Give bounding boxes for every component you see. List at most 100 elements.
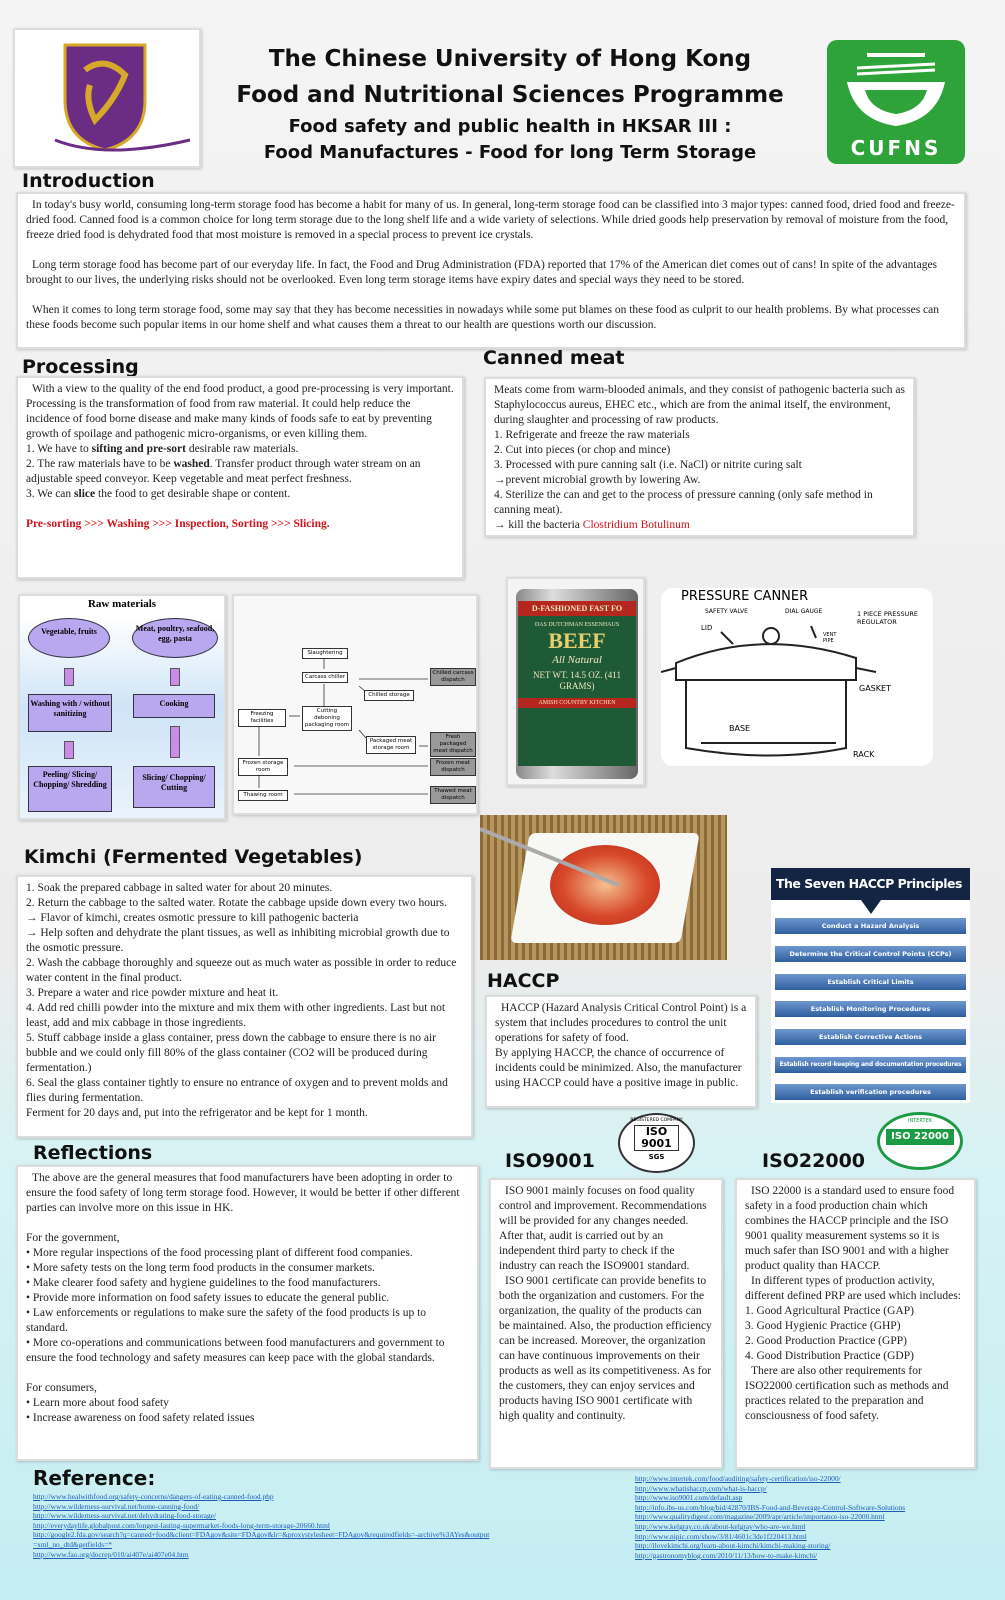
kimchi-step: 2. Wash the cabbage thoroughly and squee… [26, 957, 457, 984]
reflections-text: • More co-operations and communications … [26, 1337, 445, 1364]
text: 3. We can [26, 488, 75, 500]
reference-link[interactable]: http://gastronomyblog.com/2010/11/13/how… [635, 1550, 818, 1560]
text: the food to get desirable shape or conte… [95, 488, 291, 500]
down-arrow-icon [170, 726, 180, 758]
reflections-text: • Provide more information on food safet… [26, 1292, 390, 1304]
reference-link[interactable]: http://google2.fda.gov/search?q=canned+f… [33, 1530, 490, 1549]
reference-link[interactable]: http://www.iso9001.com/default.asp [635, 1493, 743, 1503]
flow-carcass-chiller: Carcass chiller [302, 672, 348, 683]
kimchi-box: 1. Soak the prepared cabbage in salted w… [16, 875, 473, 1138]
processing-step-1: 1. We have to sifting and pre-sort desir… [26, 442, 454, 457]
kimchi-step: → Flavor of kimchi, creates osmotic pres… [26, 912, 359, 924]
text: → kill the bacteria [494, 519, 583, 531]
canned-meat-box: Meats come from warm-blooded animals, an… [484, 377, 915, 537]
cuhk-crest-icon [54, 43, 191, 152]
logo-text: ISO 9001 [634, 1125, 679, 1151]
reference-link[interactable]: http://www.wilderness-survival.net/home-… [33, 1501, 200, 1511]
canned-text: 1. Refrigerate and freeze the raw materi… [494, 429, 690, 441]
reflections-text: • Increase awareness on food safety rela… [26, 1412, 255, 1424]
haccp-principle: Establish verification procedures [775, 1084, 966, 1100]
kimchi-step: 6. Seal the glass container tightly to e… [26, 1077, 448, 1104]
reference-list-right: http://www.intertek.com/food/auditing/sa… [635, 1474, 980, 1560]
label-gasket: GASKET [859, 684, 891, 693]
haccp-text: By applying HACCP, the chance of occurre… [495, 1047, 742, 1089]
iso22000-text: 4. Good Distribution Practice (GDP) [745, 1350, 914, 1362]
introduction-box: In today's busy world, consuming long-te… [16, 192, 966, 349]
flow-frozen-storage: Frozen storage room [238, 758, 288, 776]
canner-title: PRESSURE CANNER [681, 589, 809, 604]
canned-text: Meats come from warm-blooded animals, an… [494, 384, 905, 426]
text: desirable raw materials. [185, 443, 299, 455]
kimchi-photo [480, 815, 727, 960]
label-lid: LID [701, 624, 713, 632]
iso22000-heading: ISO22000 [762, 1150, 866, 1172]
reference-link[interactable]: http://ilovekimchi.org/learn-about-kimch… [635, 1541, 831, 1551]
text: 2. The raw materials have to be [26, 458, 174, 470]
reference-link[interactable]: http://everydaylife.globalpost.com/longe… [33, 1520, 330, 1530]
haccp-principles-title: The Seven HACCP Principles [771, 868, 970, 900]
reference-link[interactable]: http://www.wilderness-survival.net/dehyd… [33, 1511, 217, 1521]
text: 1. We have to [26, 443, 92, 455]
kimchi-step: → Help soften and dehydrate the plant ti… [26, 927, 450, 954]
step-peeling: Peeling/ Slicing/ Chopping/ Shredding [28, 766, 112, 812]
logo-ring-text: INTERTEK [907, 1118, 933, 1124]
flow-chilled-dispatch: Chilled carcass dispatch [430, 668, 476, 686]
text: . Transfer product through water stream … [26, 458, 421, 485]
flow-packaged: Packaged meat storage room [366, 736, 416, 754]
university-title: The Chinese University of Hong Kong [268, 46, 752, 72]
processing-summary: Pre-sorting >>> Washing >>> Inspection, … [26, 518, 330, 530]
reference-link[interactable]: http://info.ibs-us.com/blog/bid/42870/IB… [635, 1502, 906, 1512]
reflections-text: For the government, [26, 1232, 120, 1244]
label-vent: VENT PIPE [823, 632, 837, 644]
bold-text: slice [74, 488, 96, 500]
can-label-natural: All Natural [552, 654, 602, 666]
kimchi-step: Ferment for 20 days and, put into the re… [26, 1107, 368, 1119]
iso22000-text: ISO 22000 is a standard used to ensure f… [745, 1185, 955, 1272]
iso22000-text: 3. Good Hygienic Practice (GHP) [745, 1320, 901, 1332]
label-safety-valve: SAFETY VALVE [705, 608, 748, 615]
can-label-top: D-FASHIONED FAST FO [518, 601, 636, 616]
reference-link[interactable]: http://www.nipic.com/show/3/81/4601c3de1… [635, 1531, 807, 1541]
reference-link[interactable]: http://www.fao.org/docrep/010/ai407e/ai4… [33, 1549, 189, 1559]
iso22000-text: 1. Good Agricultural Practice (GAP) [745, 1305, 914, 1317]
haccp-principle: Determine the Critical Control Points (C… [775, 946, 966, 962]
kimchi-step: 2. Return the cabbage to the salted wate… [26, 897, 447, 909]
label-regulator: 1 PIECE PRESSURE REGULATOR [857, 610, 919, 626]
reference-link[interactable]: http://www.kelgray.co.uk/about-kelgray/w… [635, 1521, 806, 1531]
can-label-product: BEEF [548, 628, 606, 653]
kimchi-step: 5. Stuff cabbage inside a glass containe… [26, 1032, 437, 1074]
haccp-principle: Establish Critical Limits [775, 974, 966, 990]
label-base: BASE [729, 724, 751, 733]
canned-text: →prevent microbial growth by lowering Aw… [494, 474, 701, 486]
iso9001-text: ISO 9001 mainly focuses on food quality … [499, 1185, 707, 1272]
meat-processing-flowchart: Slaughtering Carcass chiller Chilled sto… [232, 594, 478, 815]
reference-link[interactable]: http://www.whatishaccp.com/what-is-haccp… [635, 1483, 767, 1493]
bold-text: sifting and pre-sort [91, 443, 186, 455]
haccp-box: HACCP (Hazard Analysis Critical Control … [485, 995, 757, 1108]
processing-step-2: 2. The raw materials have to be washed. … [26, 457, 454, 487]
kimchi-step: 4. Add red chilli powder into the mixtur… [26, 1002, 446, 1029]
step-washing: Washing with / without sanitizing [28, 694, 112, 732]
reference-link[interactable]: http://www.qualitydigest.com/magazine/20… [635, 1512, 885, 1522]
step-slicing: Slicing/ Chopping/ Cutting [133, 766, 215, 808]
oval-meat: Meat, poultry, seafood, egg, pasta [132, 618, 218, 658]
oval-vegetable: Vegetable, fruits [28, 618, 110, 658]
haccp-principle: Establish record-keeping and documentati… [775, 1057, 966, 1073]
haccp-heading: HACCP [487, 970, 560, 992]
flowchart-arrows [258, 659, 428, 795]
poster-subtitle-2: Food Manufactures - Food for long Term S… [263, 142, 757, 163]
intro-paragraph: In today's busy world, consuming long-te… [26, 199, 955, 241]
canned-text: 3. Processed with pure canning salt (i.e… [494, 459, 802, 471]
iso22000-logo: INTERTEK ISO 22000 [877, 1112, 963, 1170]
flow-slaughtering: Slaughtering [302, 648, 348, 659]
reflections-text: • Law enforcements or regulations to mak… [26, 1307, 427, 1334]
canned-meat-heading: Canned meat [483, 347, 625, 369]
flow-chilled-storage: Chilled storage [364, 690, 414, 701]
label-rack: RACK [853, 750, 875, 759]
down-arrow-icon [861, 900, 881, 914]
haccp-principle: Establish Monitoring Procedures [775, 1001, 966, 1017]
reference-link[interactable]: http://www.healwithfood.org/safety-conce… [33, 1492, 274, 1501]
kimchi-heading: Kimchi (Fermented Vegetables) [24, 846, 363, 868]
haccp-principle: Conduct a Hazard Analysis [775, 918, 966, 934]
reference-link[interactable]: http://www.intertek.com/food/auditing/sa… [635, 1474, 841, 1483]
